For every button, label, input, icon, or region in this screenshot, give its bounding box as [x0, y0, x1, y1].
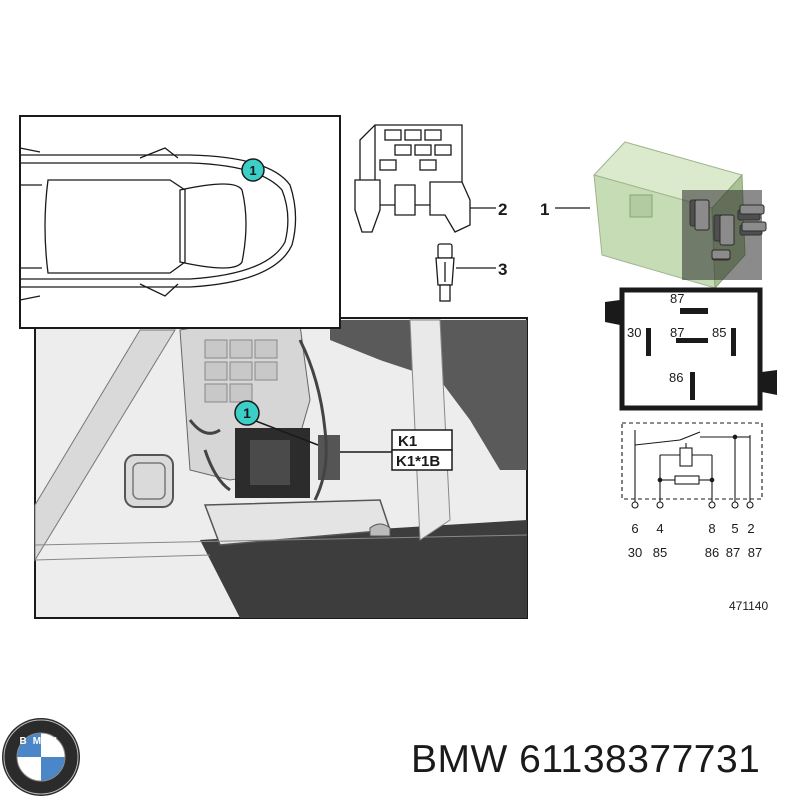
- terminal-code: 87: [726, 545, 740, 560]
- schematic-pin-numbers: 6 4 8 5 2: [631, 521, 754, 536]
- callout-photo-marker: 1: [234, 400, 260, 426]
- pinout-center-label: 87: [670, 325, 684, 340]
- callout-car-marker-text: 1: [249, 163, 256, 178]
- leader-photo-marker: [247, 417, 319, 446]
- label-k1-1b-text: K1*1B: [396, 453, 440, 470]
- callout-part-2: 2: [498, 200, 507, 219]
- callout-part-3: 3: [498, 260, 507, 279]
- drawing-number: 471140: [729, 599, 768, 613]
- pinout-right-label: 85: [712, 325, 726, 340]
- brand-name: BMW: [411, 738, 508, 781]
- installation-photo: [34, 317, 528, 619]
- pin-number: 6: [631, 521, 638, 536]
- terminal-code: 87: [748, 545, 762, 560]
- callout-part-1: 1: [540, 200, 549, 219]
- pin-number: 8: [708, 521, 715, 536]
- terminal-code: 85: [653, 545, 667, 560]
- terminal-code: 86: [705, 545, 719, 560]
- relay-photo: [593, 141, 767, 290]
- terminal-code: 30: [628, 545, 642, 560]
- bmw-logo-text: BMW: [20, 736, 63, 747]
- callout-photo-marker-text: 1: [243, 405, 251, 421]
- relay-socket-drawing: [354, 124, 471, 233]
- bmw-logo: BMW: [2, 718, 80, 796]
- label-k1-1b: K1*1B: [391, 449, 453, 471]
- pin-number: 4: [656, 521, 663, 536]
- callout-car-marker: 1: [241, 158, 265, 182]
- relay-schematic: [621, 422, 763, 509]
- pinout-bottom-label: 86: [669, 370, 683, 385]
- label-k1-text: K1: [398, 433, 417, 450]
- pinout-left-label: 30: [627, 325, 641, 340]
- part-caption: BMW 61138377731: [411, 738, 760, 782]
- part-number: 61138377731: [519, 738, 761, 781]
- pin-number: 5: [731, 521, 738, 536]
- pinout-top-label: 87: [670, 291, 684, 306]
- label-k1: K1: [391, 429, 453, 451]
- schematic-terminal-codes: 30 85 86 87 87: [628, 545, 762, 560]
- terminal-drawing: [435, 243, 455, 302]
- relay-pinout: 87 30 87 85 86: [605, 287, 777, 411]
- car-top-view-inset: 1: [19, 115, 341, 329]
- pin-number: 2: [747, 521, 754, 536]
